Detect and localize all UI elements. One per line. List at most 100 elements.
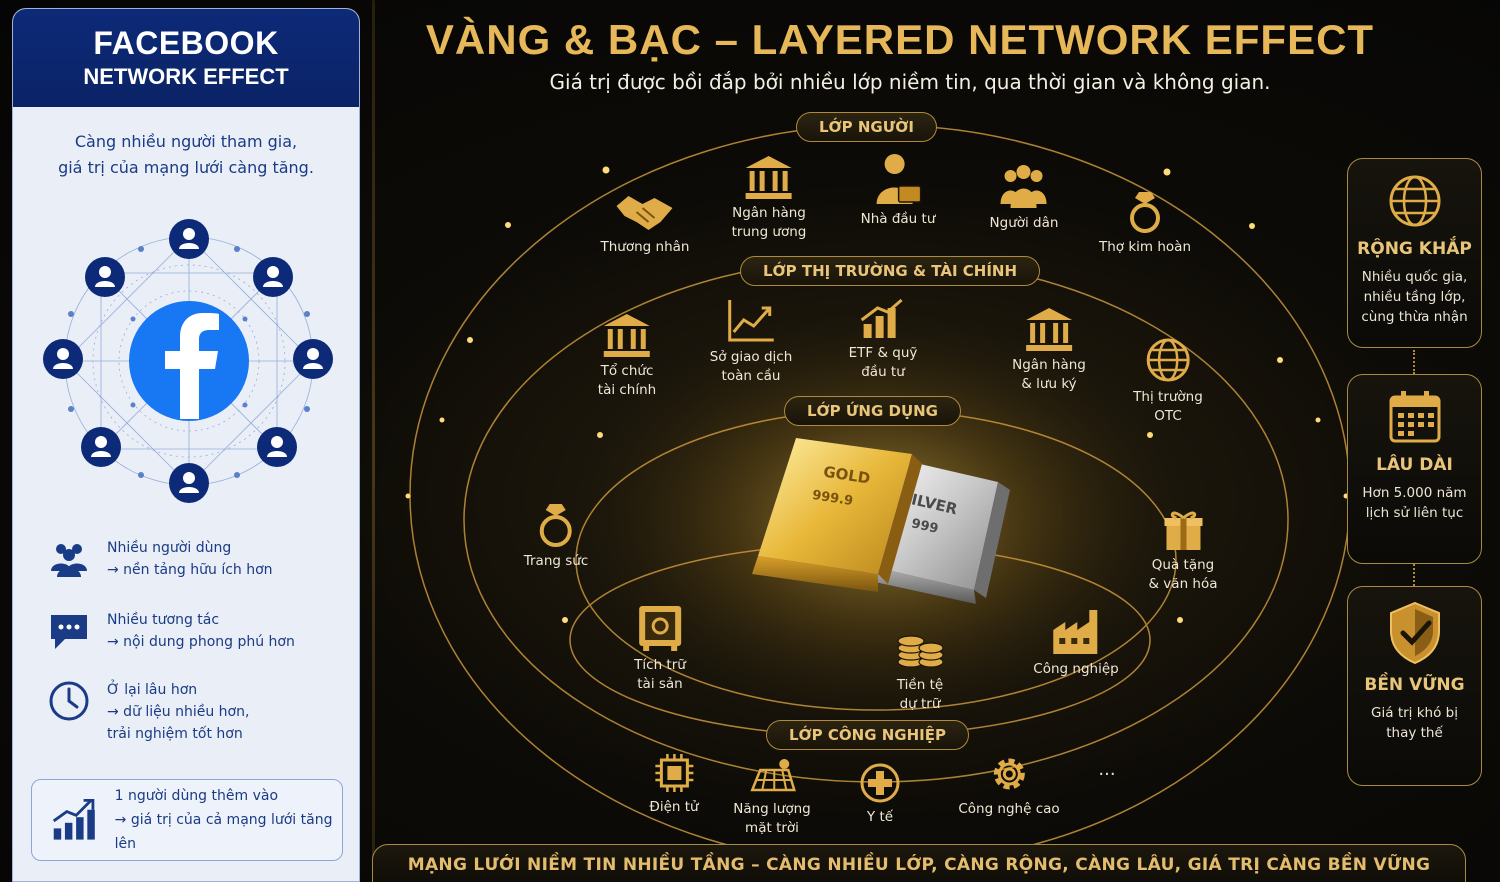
node-solar-energy: Năng lượng mặt trời — [733, 756, 811, 838]
feature-time-line-2: → dữ liệu nhiều hơn, — [107, 704, 250, 720]
facebook-title: FACEBOOK — [93, 25, 279, 61]
node-label: Y tế — [866, 809, 894, 825]
desc-line-3: cùng thừa nhận — [1361, 309, 1468, 325]
shield-check-icon — [1389, 601, 1440, 665]
desc-line-1: Nhiều quốc gia, — [1361, 269, 1468, 285]
node-financial-institutions: Tổ chức tài chính — [598, 312, 656, 400]
application-layer-label: LỚP ỨNG DỤNG — [784, 396, 961, 426]
node-label: Điện tử — [649, 799, 699, 815]
ring-icon — [539, 504, 572, 547]
pill-widespread-title: RỘNG KHẮP — [1357, 239, 1472, 259]
node-label-2: dự trữ — [899, 696, 941, 712]
people-layer-label: LỚP NGƯỜI — [796, 112, 937, 142]
node-label: Trang sức — [523, 553, 589, 569]
node-label-1: Tiền tệ — [896, 677, 944, 693]
panel-divider — [372, 0, 375, 882]
gold-bar-purity: 999.9 — [811, 488, 854, 509]
user-nodes — [43, 219, 333, 503]
bank-icon — [745, 156, 792, 199]
desc-line-2: nhiều tầng lớp, — [1363, 289, 1466, 305]
industry-layer-label: LỚP CÔNG NGHIỆP — [766, 720, 969, 750]
node-label-1: Thị trường — [1133, 389, 1203, 405]
pill-long-lasting-desc: Hơn 5.000 năm lịch sử liên tục — [1348, 483, 1481, 523]
node-medical: Y tế — [859, 762, 901, 827]
factory-icon — [1052, 610, 1097, 654]
pill-connector — [1413, 564, 1415, 586]
node-investors: Nhà đầu tư — [860, 152, 936, 229]
intro-line-1: Càng nhiều người tham gia, — [74, 132, 298, 151]
node-label: Công nghiệp — [1033, 661, 1119, 677]
node-jewelry: Trang sức — [523, 500, 589, 571]
chat-bubble-icon — [51, 615, 87, 649]
node-label-2: tài sản — [637, 676, 683, 692]
pill-long-lasting-title: LÂU DÀI — [1376, 455, 1453, 475]
facebook-network-diagram — [43, 219, 333, 503]
desc-line-1: Hơn 5.000 năm — [1362, 485, 1467, 501]
node-industry-use: Công nghiệp — [1033, 604, 1119, 679]
feature-interaction: Nhiều tương tác → nội dung phong phú hơn — [47, 609, 295, 653]
node-label: Nhà đầu tư — [860, 211, 936, 227]
node-label: Công nghệ cao — [958, 801, 1060, 817]
medical-icon — [860, 763, 900, 803]
bottom-banner: MẠNG LƯỚI NIỀM TIN NHIỀU TẦNG – CÀNG NHI… — [372, 844, 1466, 882]
callout-line-2: → giá trị của cả mạng lưới tăng lên — [114, 812, 333, 852]
node-reserve-currency: Tiền tệ dự trữ — [895, 630, 945, 714]
pill-sustainable: BỀN VỮNG Giá trị khó bị thay thế — [1347, 586, 1482, 786]
pill-widespread-desc: Nhiều quốc gia, nhiều tầng lớp, cùng thừ… — [1348, 267, 1481, 327]
institution-icon — [603, 314, 650, 357]
more-icon: ... — [1098, 759, 1116, 780]
chart-icon — [728, 300, 774, 342]
node-label-1: Sở giao dịch — [709, 349, 793, 365]
globe-icon — [1146, 338, 1190, 382]
clock-icon — [49, 681, 89, 721]
node-label-1: Ngân hàng — [1012, 357, 1086, 373]
bar-chart-icon — [861, 298, 903, 338]
solar-icon — [750, 759, 796, 792]
node-high-tech: Công nghệ cao — [958, 752, 1060, 819]
node-citizens: Người dân — [989, 164, 1059, 233]
node-label-2: & lưu ký — [1021, 376, 1077, 392]
node-goldsmith: Thợ kim hoàn — [1099, 188, 1191, 257]
node-label-1: Ngân hàng — [732, 205, 806, 221]
node-label-2: trung ương — [731, 224, 807, 240]
pill-widespread: RỘNG KHẮP Nhiều quốc gia, nhiều tầng lớp… — [1347, 158, 1482, 348]
desc-line-2: thay thế — [1386, 725, 1443, 741]
node-label-1: Quà tặng — [1151, 557, 1215, 573]
node-label-2: OTC — [1154, 408, 1182, 424]
handshake-icon — [616, 196, 673, 230]
node-label-1: Tích trữ — [634, 657, 686, 673]
gold-bar: GOLD 999.9 — [752, 438, 922, 592]
facebook-panel: FACEBOOK NETWORK EFFECT Càng nhiều người… — [12, 8, 360, 882]
node-custody-banks: Ngân hàng & lưu ký — [1012, 306, 1086, 394]
pill-connector — [1413, 350, 1415, 374]
globe-icon — [1389, 175, 1440, 227]
desc-line-1: Giá trị khó bị — [1371, 705, 1458, 721]
node-label-1: Năng lượng — [733, 801, 811, 817]
intro-line-2: giá trị của mạng lưới càng tăng. — [58, 158, 314, 177]
node-asset-storage: Tích trữ tài sản — [634, 604, 686, 694]
node-label-2: đầu tư — [861, 364, 905, 380]
feature-users: Nhiều người dùng → nền tảng hữu ích hơn — [47, 537, 273, 581]
pill-sustainable-desc: Giá trị khó bị thay thế — [1348, 703, 1481, 743]
node-label-2: mặt trời — [745, 820, 799, 836]
feature-interaction-line-2: → nội dung phong phú hơn — [107, 634, 295, 650]
users-group-icon — [51, 544, 87, 577]
feature-interaction-line-1: Nhiều tương tác — [107, 612, 220, 628]
gear-icon — [993, 758, 1025, 790]
node-label: Thợ kim hoàn — [1098, 239, 1192, 255]
pill-long-lasting: LÂU DÀI Hơn 5.000 năm lịch sử liên tục — [1347, 374, 1482, 564]
node-electronics: Điện tử — [649, 752, 699, 817]
ring-icon — [1129, 192, 1160, 233]
calendar-icon — [1389, 391, 1440, 443]
main-subtitle: Giá trị được bồi đắp bởi nhiều lớp niềm … — [549, 70, 1271, 94]
node-label: Người dân — [989, 215, 1059, 231]
node-label-2: tài chính — [597, 382, 657, 398]
facebook-intro: Càng nhiều người tham gia, giá trị của m… — [13, 129, 359, 181]
node-label-1: Tổ chức — [600, 363, 654, 379]
node-label-2: & văn hóa — [1148, 576, 1218, 592]
node-central-bank: Ngân hàng trung ương — [731, 154, 807, 242]
feature-users-line-2: → nền tảng hữu ích hơn — [107, 562, 273, 578]
gift-icon — [1164, 511, 1202, 550]
node-label: Thương nhân — [600, 239, 690, 255]
